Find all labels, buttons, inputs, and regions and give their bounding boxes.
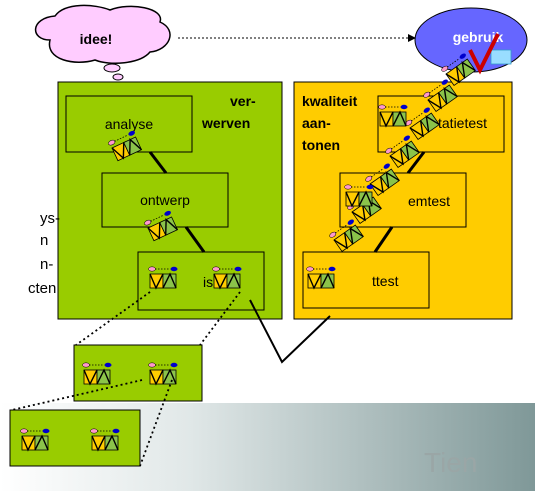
verwerven-title-2: werven xyxy=(201,115,250,131)
acceptatietest-label: tatietest xyxy=(438,115,487,131)
verwerven-title-1: ver- xyxy=(230,93,256,109)
kwaliteit-title-3: tonen xyxy=(302,137,340,153)
ontwerp-label: ontwerp xyxy=(140,192,190,208)
analyse-label: analyse xyxy=(105,116,153,132)
zoom-lines xyxy=(11,291,241,467)
side-text-line-1: ys- xyxy=(40,210,60,227)
check-icon xyxy=(468,33,500,75)
sub-box-1 xyxy=(73,344,203,402)
systeemtest-label: emtest xyxy=(408,193,450,209)
verwerven-box: ver- werven analyse ontwerp is xyxy=(57,81,283,320)
realisatie-stage xyxy=(137,251,265,311)
v-connector xyxy=(249,299,331,364)
unittest-label: ttest xyxy=(372,273,399,289)
footer-text: Tien xyxy=(424,447,477,478)
side-text-line-4: cten xyxy=(28,280,57,297)
kwaliteit-title-2: aan- xyxy=(302,115,331,131)
kwaliteit-title-1: kwaliteit xyxy=(302,93,358,109)
idee-bubble: idee! xyxy=(34,4,171,81)
sub-box-2 xyxy=(9,409,141,467)
side-text-line-2: n xyxy=(40,232,49,249)
ontwerp-stage xyxy=(101,172,229,228)
realisatie-label: is xyxy=(203,274,213,290)
gebruik-bubble: gebruik xyxy=(414,7,528,73)
gebruik-label: gebruik xyxy=(453,29,504,45)
side-text-line-3: n- xyxy=(40,256,54,273)
idee-label: idee! xyxy=(80,31,113,47)
